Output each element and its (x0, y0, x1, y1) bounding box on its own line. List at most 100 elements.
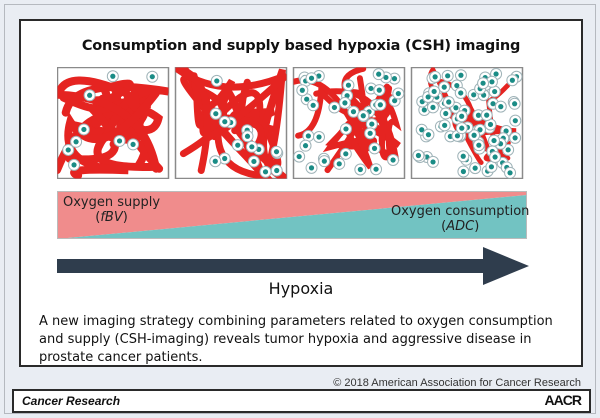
figure-frame: Consumption and supply based hypoxia (CS… (4, 4, 596, 414)
tumor-cell (458, 104, 471, 117)
tumor-cell (68, 158, 81, 171)
tumor-cell (392, 87, 405, 100)
tissue-panels (57, 67, 524, 179)
tumor-cell (387, 153, 400, 166)
tumor-cell (455, 122, 468, 135)
tumor-cell (494, 100, 507, 113)
tumor-cell (374, 98, 387, 111)
figure-title: Consumption and supply based hypoxia (CS… (81, 38, 521, 54)
tumor-cell (339, 147, 352, 160)
tumor-cell (429, 70, 442, 83)
tumor-cell (209, 155, 222, 168)
tumor-cell (488, 85, 501, 98)
tumor-cell (209, 107, 222, 120)
footer-bar: Cancer Research AACR (12, 389, 591, 413)
tumor-cell (270, 164, 283, 177)
tumor-cell (106, 70, 119, 83)
tumor-cell (342, 79, 355, 92)
supply-label: Oxygen supply (fBV) (63, 195, 160, 225)
tumor-cell (457, 165, 470, 178)
tumor-cell (508, 97, 521, 110)
tumor-cell (328, 101, 341, 114)
consumption-label: Oxygen consumption (ADC) (391, 204, 529, 234)
tumor-cell (333, 157, 346, 170)
tumor-cell (245, 140, 258, 153)
tissue-panel-1 (57, 67, 170, 179)
tumor-cell (372, 68, 385, 81)
graphical-abstract: Consumption and supply based hypoxia (CS… (19, 19, 583, 367)
tissue-panel-4 (410, 67, 524, 179)
tumor-cell (480, 109, 493, 122)
tumor-cell (210, 74, 223, 87)
tumor-cell (318, 155, 331, 168)
tumor-cell (468, 129, 481, 142)
supply-param-text: fBV (100, 210, 123, 225)
tumor-cell (489, 151, 502, 164)
tumor-cell (506, 74, 519, 87)
tumor-cell (305, 161, 318, 174)
tumor-cell (457, 150, 470, 163)
tumor-cell (247, 155, 260, 168)
tumor-cell (338, 96, 351, 109)
tumor-cell (484, 118, 497, 131)
tumor-cell (307, 99, 320, 112)
tumor-cell (364, 127, 377, 140)
tumor-cell (357, 109, 370, 122)
tumor-cell (422, 128, 435, 141)
tumor-cell (368, 142, 381, 155)
copyright: © 2018 American Association for Cancer R… (333, 377, 581, 389)
consumption-label-text: Oxygen consumption (391, 204, 530, 219)
consumption-wedge (57, 195, 527, 239)
tumor-cell (231, 139, 244, 152)
oxygen-gradient-bar (57, 191, 527, 239)
tumor-cell (70, 135, 83, 148)
tumor-cell (370, 163, 383, 176)
tumor-cell (354, 163, 367, 176)
tumor-cell (146, 70, 159, 83)
tumor-cell (472, 109, 485, 122)
supply-wedge (57, 191, 527, 239)
consumption-param: (ADC) (441, 219, 480, 234)
tumor-cell (438, 119, 451, 132)
tumor-cell (426, 101, 439, 114)
tumor-cell (490, 67, 503, 80)
tumor-cell (241, 130, 254, 143)
journal-name: Cancer Research (22, 394, 121, 408)
tissue-panel-2 (174, 67, 288, 179)
tumor-cell (488, 134, 501, 147)
blood-vessel (175, 67, 287, 174)
tumor-cell (485, 75, 498, 88)
tumor-cell (477, 77, 490, 90)
consumption-param-text: ADC (446, 219, 475, 234)
tumor-cell (313, 130, 326, 143)
tumor-cell (127, 138, 140, 151)
tumor-cell (412, 149, 425, 162)
tumor-cell (270, 145, 283, 158)
tumor-cell (454, 69, 467, 82)
tumor-cell (454, 86, 467, 99)
tumor-cell (339, 122, 352, 135)
hypoxia-label: Hypoxia (268, 279, 334, 298)
tumor-cell (428, 85, 441, 98)
supply-param: (fBV) (95, 210, 128, 225)
tumor-cell (218, 115, 231, 128)
aacr-logo: AACR (544, 392, 582, 408)
tumor-cell (485, 160, 498, 173)
tumor-cell (455, 110, 468, 123)
tumor-cell (305, 72, 318, 85)
tumor-cell (293, 150, 306, 163)
caption: A new imaging strategy combining paramet… (39, 314, 553, 365)
tumor-cell (509, 131, 522, 144)
tumor-cell (373, 84, 386, 97)
tumor-cell (441, 69, 454, 82)
supply-label-text: Oxygen supply (63, 195, 161, 210)
tumor-cell (472, 139, 485, 152)
tumor-cell (509, 114, 522, 127)
hypoxia-arrow (57, 247, 529, 285)
tumor-cell (62, 143, 75, 156)
tumor-cell (259, 165, 272, 178)
tumor-cell (427, 155, 440, 168)
tumor-cell (439, 107, 452, 120)
tumor-cell (438, 81, 451, 94)
tumor-cell (299, 139, 312, 152)
